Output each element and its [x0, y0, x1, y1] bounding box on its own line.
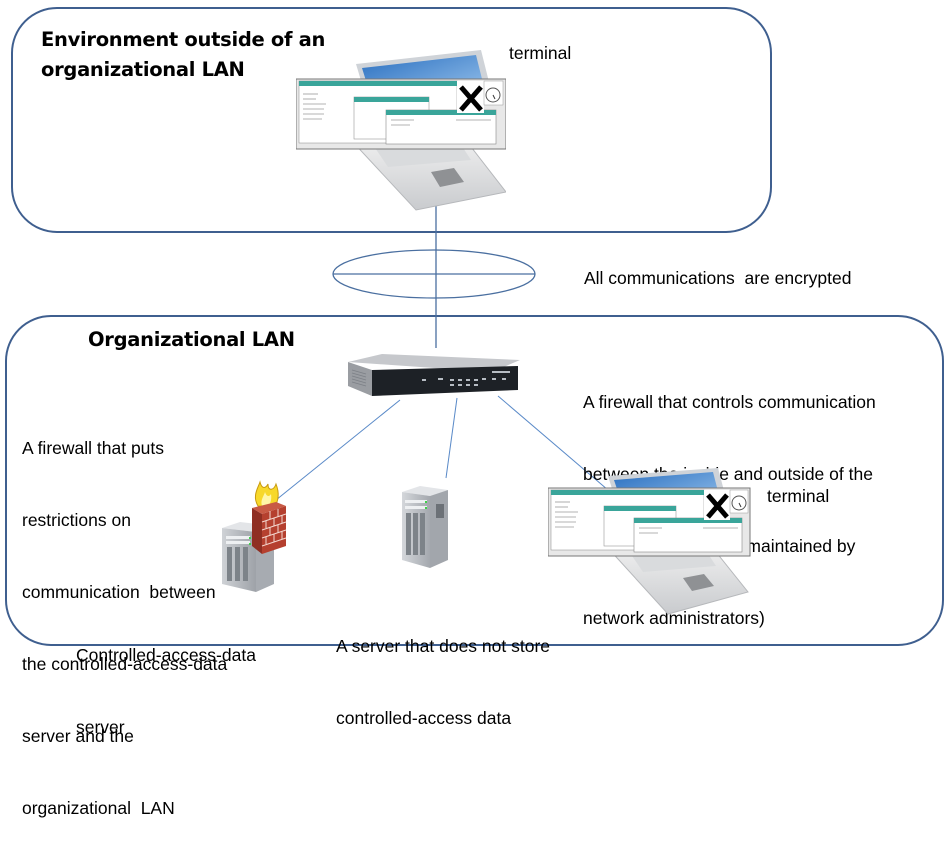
perimeter-firewall-label-line-1: A firewall that controls communication: [583, 392, 876, 412]
outside-zone-title-line-2: organizational LAN: [41, 58, 245, 81]
server-tower-icon: [402, 486, 448, 568]
inside-terminal-label: terminal: [767, 486, 830, 506]
controlled-server-label-line-1: Controlled-access-data: [76, 645, 256, 665]
laptop-terminal-icon: [295, 50, 507, 211]
outside-terminal-label: terminal: [509, 43, 572, 63]
outside-zone-title: Environment outside of an organizational…: [41, 25, 325, 85]
perimeter-firewall-appliance[interactable]: [342, 352, 520, 404]
laptop-terminal-icon: [547, 468, 751, 615]
inside-terminal-laptop[interactable]: [547, 466, 758, 616]
controlled-access-data-server[interactable]: [218, 480, 288, 592]
controlled-server-label: Controlled-access-data server: [76, 595, 256, 763]
firewall-appliance-icon: [348, 354, 520, 396]
link-to-inside-terminal: [497, 395, 609, 491]
outside-zone-title-line-1: Environment outside of an: [41, 28, 326, 51]
encryption-label: All communications are encrypted: [584, 268, 852, 288]
server-firewall-label-line-6: organizational LAN: [22, 798, 175, 818]
server-firewall-label-line-3: communication between: [22, 582, 216, 602]
link-to-controlled-server: [275, 399, 401, 501]
outside-terminal-laptop[interactable]: [295, 42, 507, 212]
link-to-plain-server: [445, 397, 458, 479]
outside-environment-zone: [11, 7, 772, 233]
non-controlled-data-server[interactable]: [400, 482, 450, 570]
plain-server-label-line-1: A server that does not store: [336, 636, 551, 656]
lan-zone-title: Organizational LAN: [88, 328, 295, 351]
connector-layer: [275, 205, 609, 501]
server-with-firewall-icon: [222, 480, 287, 592]
plain-server-label-line-2: controlled-access data: [336, 708, 512, 728]
controlled-server-label-line-2: server: [76, 717, 125, 737]
organizational-lan-zone: [5, 315, 944, 646]
plain-server-label: A server that does not store controlled-…: [336, 586, 550, 754]
perimeter-firewall-label-line-4: network administrators): [583, 608, 765, 628]
server-firewall-label-line-1: A firewall that puts: [22, 438, 165, 458]
server-firewall-label-line-2: restrictions on: [22, 510, 131, 530]
